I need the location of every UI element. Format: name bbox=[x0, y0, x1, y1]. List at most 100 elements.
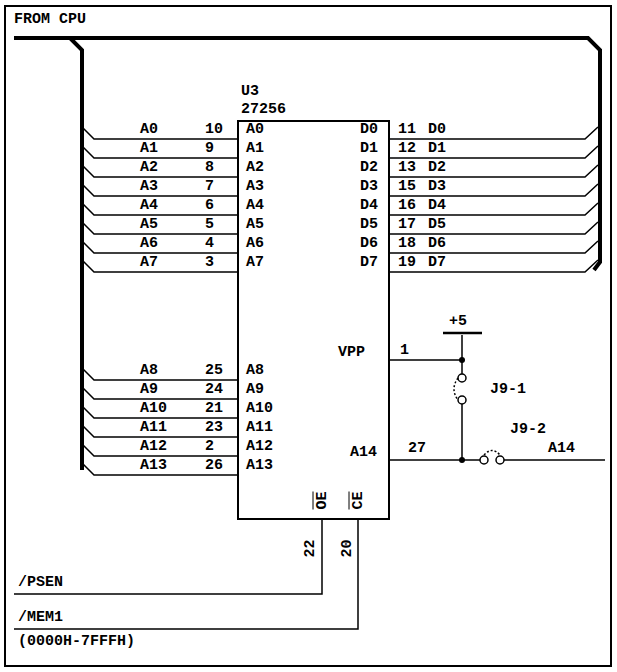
jumper-pin bbox=[458, 374, 466, 382]
signal-label: /MEM1 bbox=[18, 610, 63, 625]
signal-label: A11 bbox=[140, 420, 167, 435]
frame bbox=[5, 6, 611, 666]
signal-label: 21 bbox=[205, 401, 223, 416]
junctions bbox=[459, 357, 465, 463]
part-number: 27256 bbox=[241, 102, 286, 117]
signal-label: A0 bbox=[246, 122, 264, 137]
signal-label: 24 bbox=[205, 382, 223, 397]
signal-label: 11 bbox=[398, 122, 416, 137]
signal-label: 26 bbox=[205, 458, 223, 473]
signal-label: A8 bbox=[246, 363, 264, 378]
signal-label: D1 bbox=[428, 141, 446, 156]
signal-label: A8 bbox=[140, 363, 158, 378]
signal-label: A6 bbox=[246, 236, 264, 251]
jumper-pin bbox=[496, 456, 504, 464]
junction-dot bbox=[459, 357, 465, 363]
signal-label: 4 bbox=[205, 236, 214, 251]
signal-label: D6 bbox=[360, 236, 378, 251]
signal-label: 3 bbox=[205, 255, 214, 270]
signal-label: A7 bbox=[246, 255, 264, 270]
signal-label: D0 bbox=[360, 122, 378, 137]
power-bar bbox=[443, 332, 482, 335]
address-wires bbox=[82, 127, 237, 475]
junction-dot bbox=[459, 457, 465, 463]
jumper-pin bbox=[480, 456, 488, 464]
signal-label: CE bbox=[350, 491, 365, 509]
buses bbox=[14, 38, 600, 470]
signal-label: A3 bbox=[140, 179, 158, 194]
signal-label: 15 bbox=[398, 179, 416, 194]
signal-label: D3 bbox=[360, 179, 378, 194]
signal-label: A13 bbox=[246, 458, 273, 473]
signal-label: 25 bbox=[205, 363, 223, 378]
oe-wire bbox=[14, 520, 322, 594]
a14-wire bbox=[504, 459, 605, 461]
signal-label: A9 bbox=[246, 382, 264, 397]
signal-label: 17 bbox=[398, 217, 416, 232]
signal-label: 9 bbox=[205, 141, 214, 156]
signal-label: 10 bbox=[205, 122, 223, 137]
signal-label: 19 bbox=[398, 255, 416, 270]
signal-label: A10 bbox=[246, 401, 273, 416]
jumper-link bbox=[454, 378, 458, 400]
signal-label: D7 bbox=[360, 255, 378, 270]
signal-label: 27 bbox=[408, 441, 426, 456]
signal-label: 2 bbox=[205, 439, 214, 454]
address-bus bbox=[70, 38, 82, 470]
signal-label: A11 bbox=[246, 420, 273, 435]
signal-label: A4 bbox=[140, 198, 158, 213]
signal-label: A0 bbox=[140, 122, 158, 137]
signal-label: D2 bbox=[428, 160, 446, 175]
jumper-link bbox=[484, 451, 500, 456]
signal-label: D0 bbox=[428, 122, 446, 137]
signal-label: OE bbox=[314, 491, 329, 509]
signal-label: D7 bbox=[428, 255, 446, 270]
signal-label: 8 bbox=[205, 160, 214, 175]
signal-label: A5 bbox=[140, 217, 158, 232]
signal-label: A1 bbox=[246, 141, 264, 156]
signal-label: D4 bbox=[360, 198, 378, 213]
signal-label: A3 bbox=[246, 179, 264, 194]
signal-label: J9-1 bbox=[490, 382, 526, 397]
signal-label: A4 bbox=[246, 198, 264, 213]
wire-group bbox=[5, 6, 611, 666]
signal-label: A6 bbox=[140, 236, 158, 251]
signal-label: +5 bbox=[449, 314, 467, 329]
signal-label: 22 bbox=[302, 539, 317, 557]
signal-label: 18 bbox=[398, 236, 416, 251]
signal-label: A14 bbox=[350, 445, 377, 460]
signal-label: D4 bbox=[428, 198, 446, 213]
signal-label: 23 bbox=[205, 420, 223, 435]
vpp-wire bbox=[390, 335, 462, 360]
a14-wire bbox=[390, 459, 480, 461]
signal-label: VPP bbox=[338, 345, 365, 360]
part-designator: U3 bbox=[241, 84, 259, 99]
signal-label: A7 bbox=[140, 255, 158, 270]
signal-label: D6 bbox=[428, 236, 446, 251]
signal-label: 5 bbox=[205, 217, 214, 232]
signal-label: A9 bbox=[140, 382, 158, 397]
signal-label: (0000H-7FFFH) bbox=[18, 634, 135, 649]
jumper-pin bbox=[458, 396, 466, 404]
signal-label: 7 bbox=[205, 179, 214, 194]
signal-label: A2 bbox=[140, 160, 158, 175]
signal-label: A1 bbox=[140, 141, 158, 156]
signal-label: D1 bbox=[360, 141, 378, 156]
signal-label: 16 bbox=[398, 198, 416, 213]
signal-label: 1 bbox=[400, 343, 409, 358]
signal-label: D3 bbox=[428, 179, 446, 194]
signal-label: A10 bbox=[140, 401, 167, 416]
signal-label: D5 bbox=[360, 217, 378, 232]
signal-label: 6 bbox=[205, 198, 214, 213]
signal-label: A12 bbox=[246, 439, 273, 454]
signal-label: 13 bbox=[398, 160, 416, 175]
signal-label: /PSEN bbox=[18, 575, 63, 590]
jumper-wire bbox=[461, 404, 463, 460]
signal-label: 12 bbox=[398, 141, 416, 156]
ce-wire bbox=[14, 520, 358, 629]
signal-label: A14 bbox=[548, 441, 575, 456]
signal-label: D2 bbox=[360, 160, 378, 175]
signal-label: 20 bbox=[339, 539, 354, 557]
signal-label: A5 bbox=[246, 217, 264, 232]
